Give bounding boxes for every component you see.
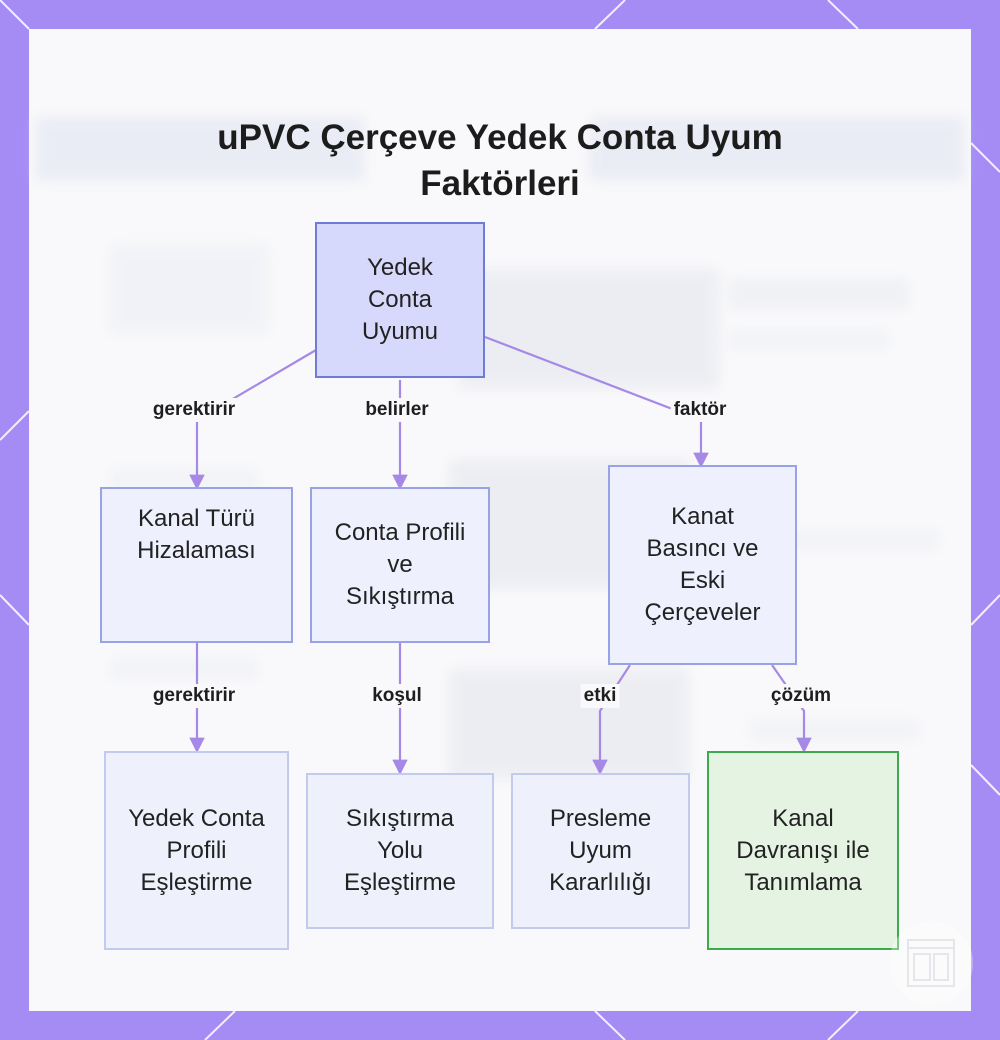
node-sash-pressure[interactable]: Kanat Basıncı ve Eski Çerçeveler	[608, 465, 797, 665]
edge-label-root-channel: gerektirir	[149, 398, 239, 422]
node-gasket-profile[interactable]: Conta Profili ve Sıkıştırma	[310, 487, 490, 643]
node-press-fit-label: Presleme Uyum Kararlılığı	[549, 805, 652, 896]
title-line-1: uPVC Çerçeve Yedek Conta Uyum	[217, 118, 783, 157]
edge-label-root-sash: faktör	[670, 398, 730, 422]
node-profile-matching-label: Yedek Conta Profili Eşleştirme	[128, 804, 265, 896]
node-channel-behavior[interactable]: Kanal Davranışı ile Tanımlama	[707, 751, 899, 950]
node-sash-pressure-label: Kanat Basıncı ve Eski Çerçeveler	[644, 503, 761, 626]
node-press-fit[interactable]: Presleme Uyum Kararlılığı	[511, 773, 690, 929]
node-gasket-profile-label: Conta Profili ve Sıkıştırma	[334, 519, 466, 610]
node-compression-path-label: Sıkıştırma Yolu Eşleştirme	[343, 805, 457, 896]
title-line-2: Faktörleri	[420, 164, 580, 203]
node-profile-matching[interactable]: Yedek Conta Profili Eşleştirme	[104, 751, 289, 950]
watermark-icon	[889, 921, 973, 1005]
edge-label-sash-press: etki	[580, 684, 620, 708]
diagram-card: uPVC Çerçeve Yedek Conta Uyum Faktörleri…	[29, 29, 971, 1011]
edge-label-channel-matching: gerektirir	[149, 684, 239, 708]
diagram-title: uPVC Çerçeve Yedek Conta Uyum Faktörleri	[29, 115, 971, 207]
node-root[interactable]: Yedek Conta Uyumu	[315, 222, 485, 378]
node-channel-behavior-label: Kanal Davranışı ile Tanımlama	[736, 804, 870, 896]
edge-sash-press	[592, 664, 631, 776]
node-compression-path[interactable]: Sıkıştırma Yolu Eşleştirme	[306, 773, 494, 929]
blurred-background	[29, 29, 971, 1011]
edge-label-sash-behavior: çözüm	[767, 684, 835, 708]
edge-label-profile-path: koşul	[369, 684, 425, 708]
edge-label-root-profile: belirler	[362, 398, 432, 422]
edge-root-sash	[484, 335, 709, 469]
edge-sash-behavior	[771, 664, 812, 754]
node-root-label: Yedek Conta Uyumu	[361, 254, 439, 345]
node-channel-alignment-label: Kanal Türü Hizalaması	[137, 505, 256, 564]
node-channel-alignment[interactable]: Kanal Türü Hizalaması	[100, 487, 293, 643]
